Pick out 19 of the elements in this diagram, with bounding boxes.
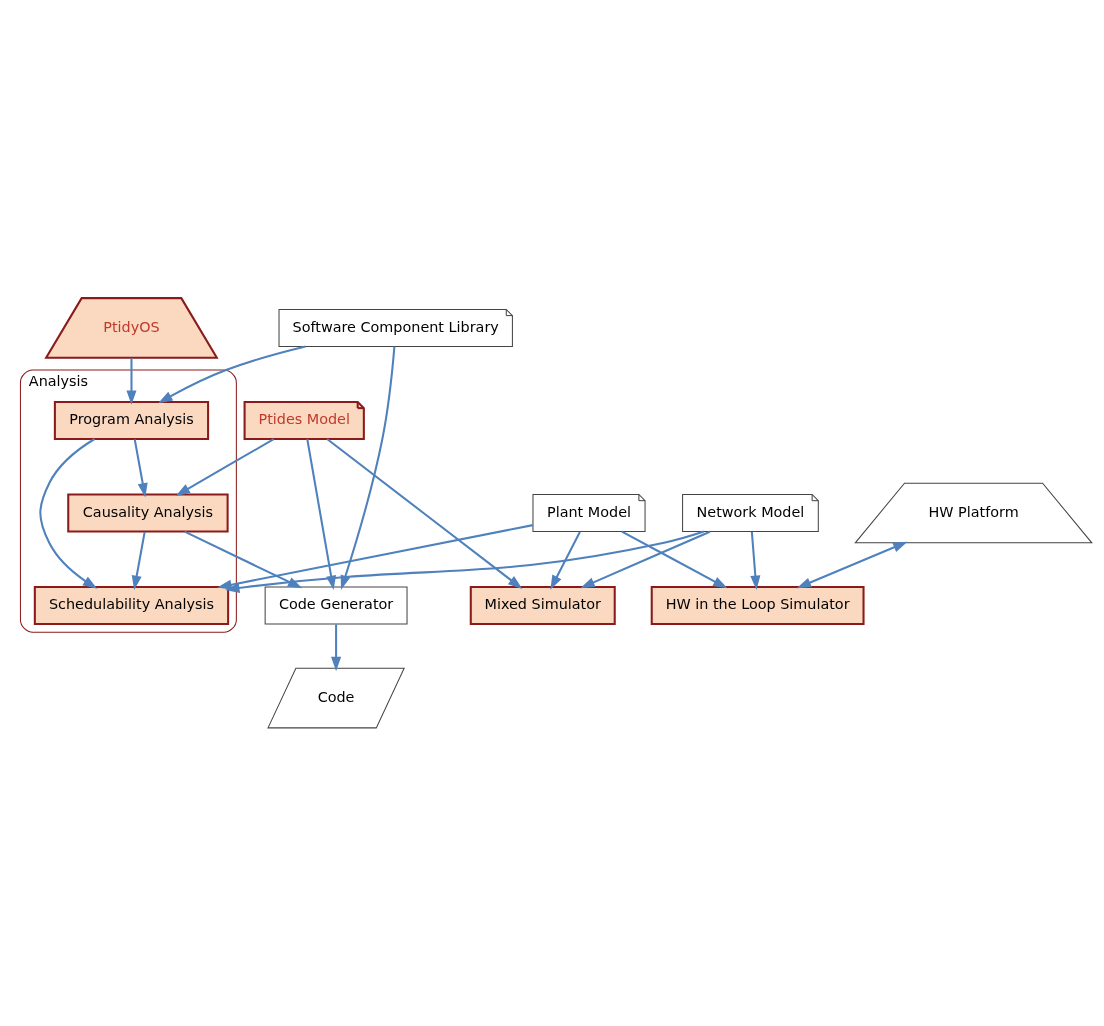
node-box: Program Analysis — [53, 400, 210, 440]
node-box: HW in the Loop Simulator — [650, 586, 865, 626]
arrow — [184, 530, 303, 589]
arrow — [175, 438, 275, 496]
arrow — [126, 358, 137, 405]
node-box: Code Generator — [264, 586, 408, 625]
arrow — [131, 531, 146, 591]
arrow — [796, 541, 908, 589]
arrow — [750, 531, 761, 591]
node-box: Schedulability Analysis — [33, 586, 230, 626]
arrow — [158, 345, 306, 404]
arrow — [331, 624, 342, 672]
node-box: Causality Analysis — [67, 493, 229, 533]
arrow — [133, 439, 148, 498]
arrow — [580, 530, 711, 589]
arrow — [550, 531, 581, 590]
node-box: Mixed Simulator — [469, 586, 616, 626]
arrow — [39, 438, 98, 589]
arrow — [621, 530, 728, 589]
